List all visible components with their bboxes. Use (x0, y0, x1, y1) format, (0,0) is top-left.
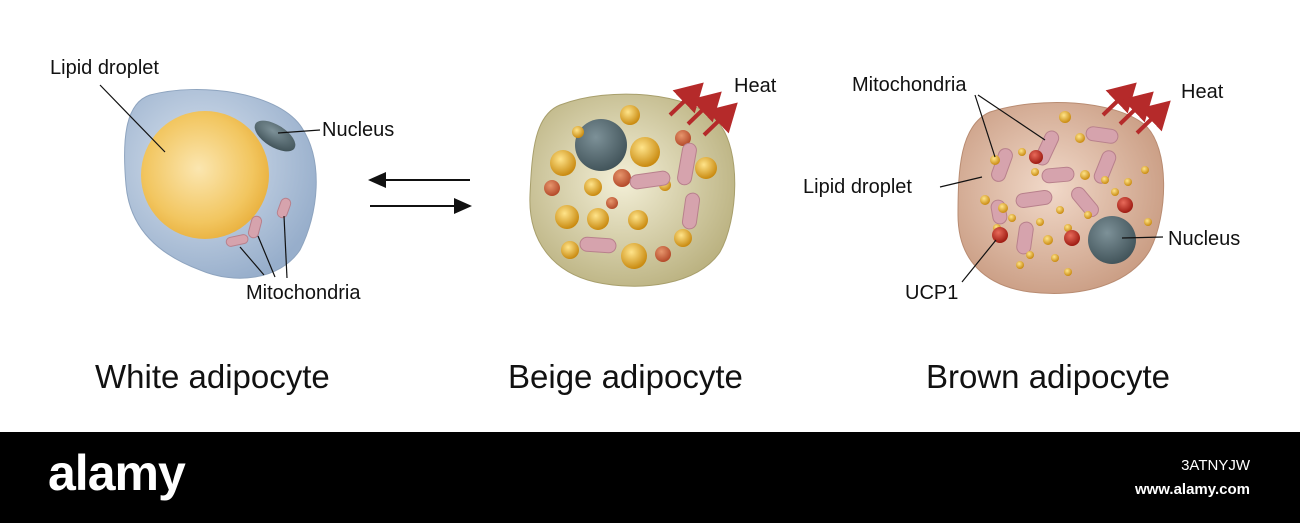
brown-heat-arrows (1101, 82, 1171, 135)
beige-heat-arrows (668, 82, 738, 137)
brown-nucleus (1088, 216, 1136, 264)
alamy-logo: alamy (48, 445, 186, 501)
brown-adipocyte-title: Brown adipocyte (926, 358, 1170, 395)
beige-mitochondria (579, 142, 701, 254)
white-lipid-droplet-label: Lipid droplet (50, 57, 159, 79)
white-lipid-droplet (141, 111, 269, 239)
beige-adipocyte-title: Beige adipocyte (508, 358, 743, 395)
white-mitochondria (225, 197, 292, 247)
beige-adipocyte (529, 82, 738, 287)
beige-ucp1-granules (544, 130, 691, 262)
white-mitochondria-label: Mitochondria (246, 282, 361, 304)
brown-heat-label: Heat (1181, 81, 1224, 103)
brown-mitochondria (990, 126, 1119, 255)
heat-arrow-icon (1135, 100, 1171, 135)
brown-ucp1-label: UCP1 (905, 282, 959, 304)
beige-nucleus (575, 119, 627, 171)
image-id: 3ATNYJW (1181, 457, 1250, 474)
white-adipocyte-title: White adipocyte (95, 358, 330, 395)
heat-arrow-icon (686, 91, 722, 126)
double-arrow-icon (368, 172, 472, 214)
brown-adipocyte (939, 82, 1171, 294)
white-nucleus (254, 120, 296, 152)
brown-nucleus-label: Nucleus (1168, 228, 1241, 250)
white-adipocyte (99, 84, 321, 279)
brown-leader-lines (939, 94, 1164, 283)
diagram-stage: Lipid droplet Nucleus Mitochondria Heat … (50, 57, 1241, 395)
heat-arrow-icon (702, 102, 738, 137)
brown-lipid-droplets (980, 111, 1152, 276)
beige-lipid-droplets (550, 105, 717, 269)
white-nucleus-label: Nucleus (322, 119, 395, 141)
adipocyte-diagram (99, 82, 1171, 294)
site-url: www.alamy.com (1134, 481, 1250, 498)
white-leader-lines (99, 84, 321, 279)
brown-mitochondria-label: Mitochondria (852, 74, 967, 96)
brown-lipid-droplet-label: Lipid droplet (803, 176, 912, 198)
brown-ucp1-granules (992, 150, 1133, 246)
watermark-footer: alamy 3ATNYJW www.alamy.com (0, 432, 1300, 523)
beige-heat-label: Heat (734, 75, 777, 97)
